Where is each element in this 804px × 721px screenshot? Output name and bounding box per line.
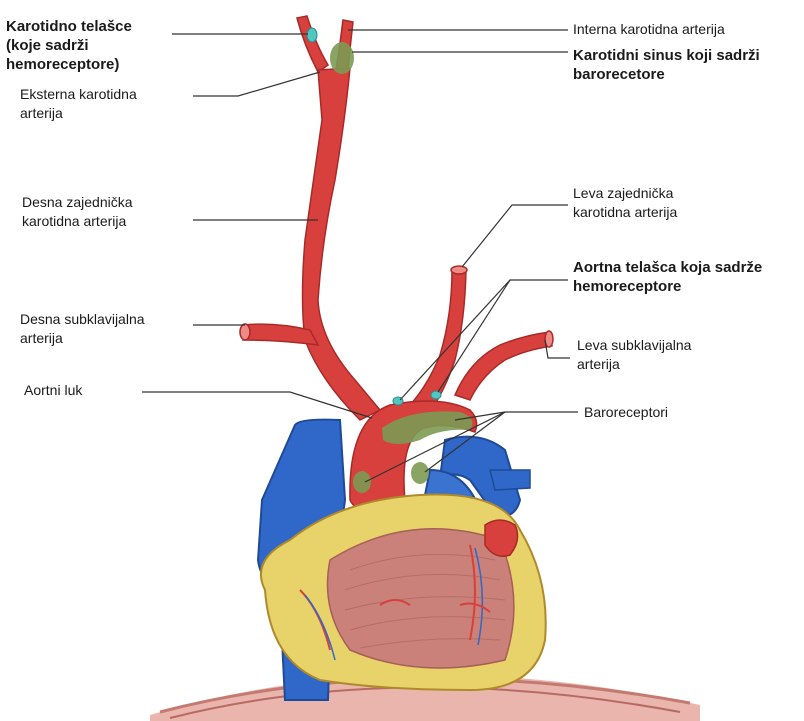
right-auricle — [485, 520, 518, 556]
label-aortic-bodies: Aortna telašca koja sadrže hemoreceptore — [573, 258, 762, 296]
carotid-sinus-receptor — [330, 42, 354, 74]
label-carotid-sinus: Karotidni sinus koji sadrži barorecetore — [573, 46, 760, 84]
aortic-baroreceptor-right — [411, 462, 429, 484]
label-aortic-arch: Aortni luk — [24, 381, 82, 400]
label-right-subclavian: Desna subklavijalna arterija — [20, 310, 145, 348]
left-pulmonary-vein — [490, 470, 530, 490]
carotid-body-receptor — [307, 28, 317, 42]
left-carotid-opening — [451, 266, 467, 274]
label-carotid-body: Karotidno telašce (koje sadrži hemorecep… — [6, 17, 132, 74]
right-common-carotid — [303, 68, 381, 420]
aortic-body-receptor-2 — [431, 391, 441, 399]
label-external-carotid: Eksterna karotidna arterija — [20, 85, 137, 123]
right-subclavian-opening — [240, 324, 250, 340]
leader-lines — [142, 30, 578, 482]
label-left-common-carotid: Leva zajednička karotidna arterija — [573, 184, 677, 222]
leader-left-common-carotid — [462, 205, 568, 267]
label-left-subclavian: Leva subklavijalna arterija — [577, 336, 691, 374]
label-internal-carotid: Interna karotidna arterija — [573, 20, 725, 39]
aortic-baroreceptor-left — [353, 471, 371, 493]
leader-external-carotid — [193, 72, 320, 96]
external-carotid — [297, 16, 328, 72]
label-baroreceptors: Baroreceptori — [584, 403, 668, 422]
label-right-common-carotid: Desna zajednička karotidna arterija — [22, 193, 133, 231]
